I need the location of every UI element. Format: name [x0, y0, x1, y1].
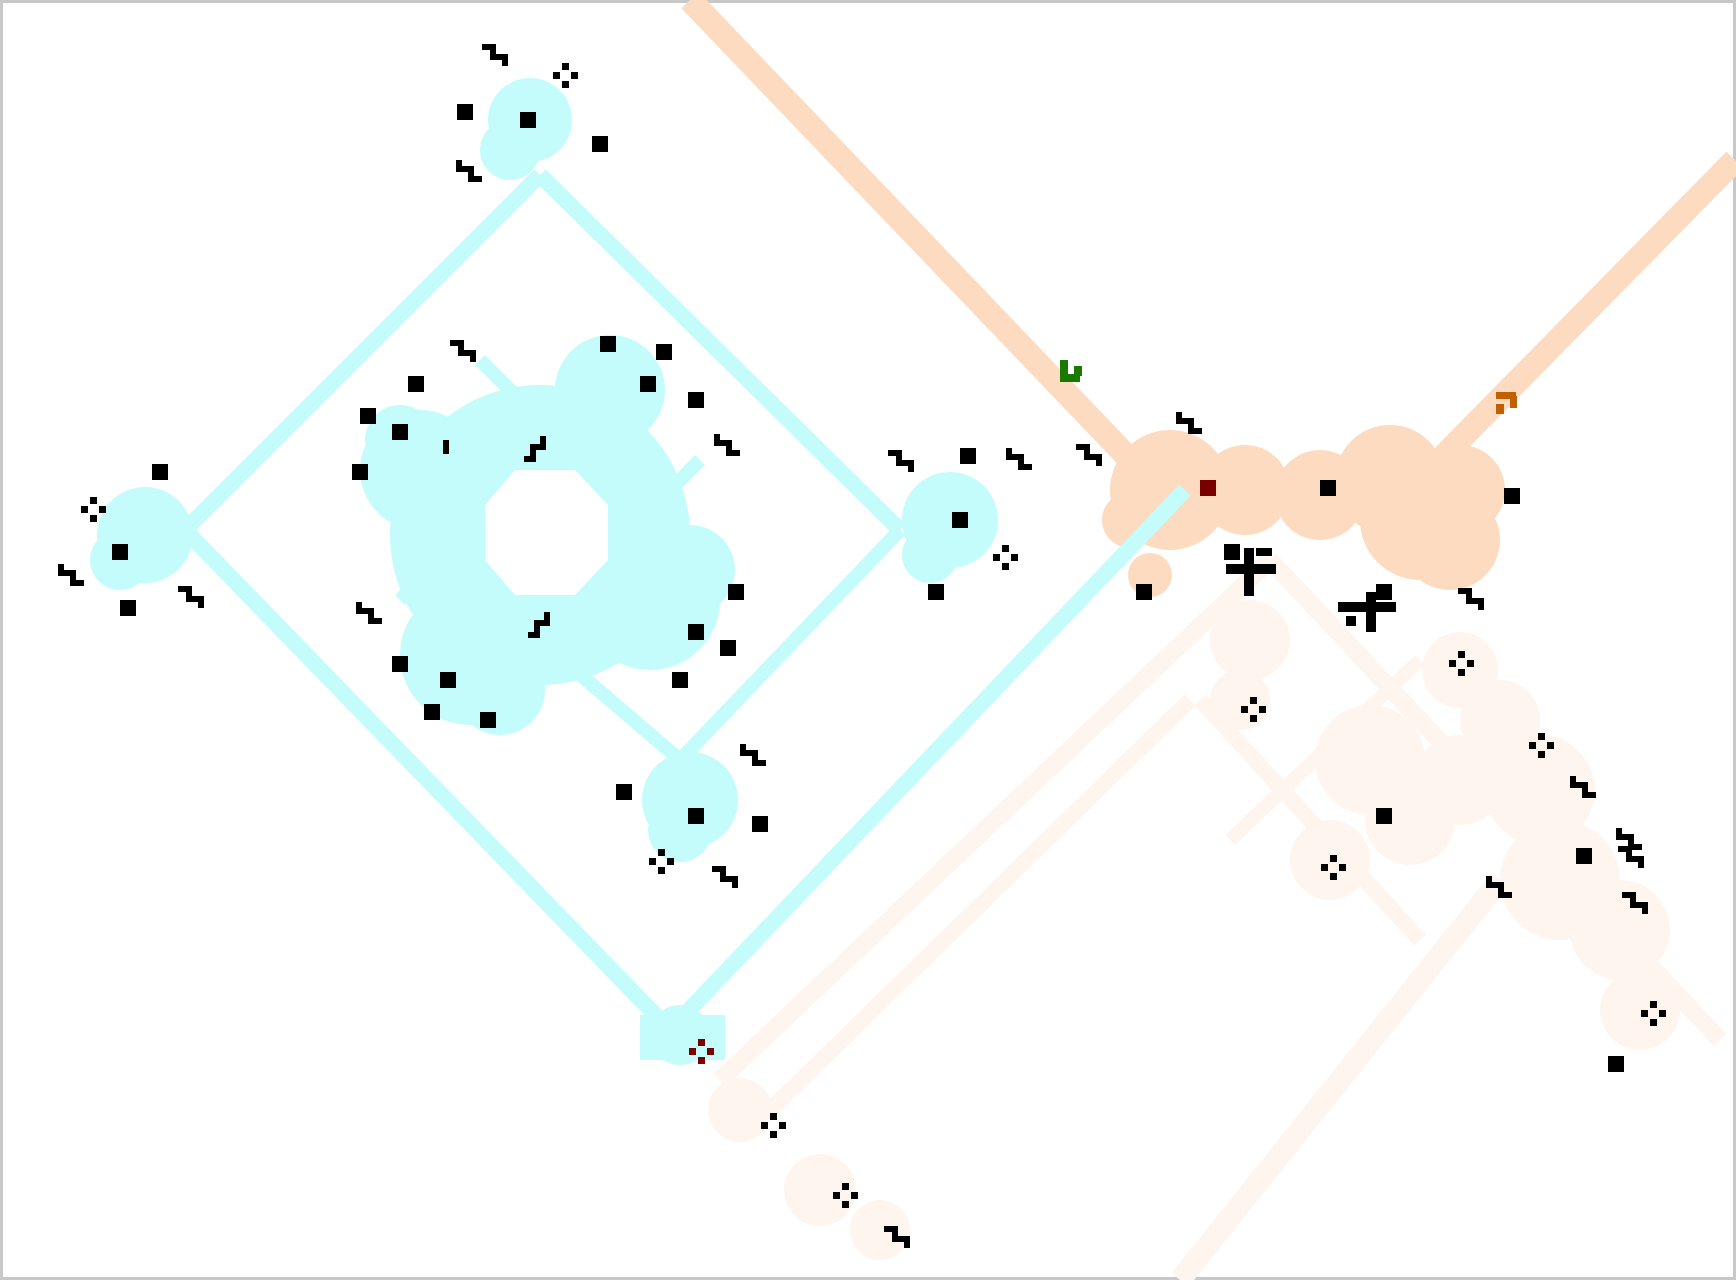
- black-cells: [112, 104, 1624, 1072]
- green-cell: [1060, 360, 1082, 382]
- orange-cell: [1496, 392, 1517, 414]
- hub-void: [485, 470, 608, 595]
- cyan-territory: [90, 78, 1191, 1065]
- faded-peach-territory: [708, 553, 1727, 1280]
- plus-cluster-cells: [1226, 548, 1396, 632]
- peach-territory: [681, 0, 1736, 597]
- ring-cells: [81, 63, 1666, 1208]
